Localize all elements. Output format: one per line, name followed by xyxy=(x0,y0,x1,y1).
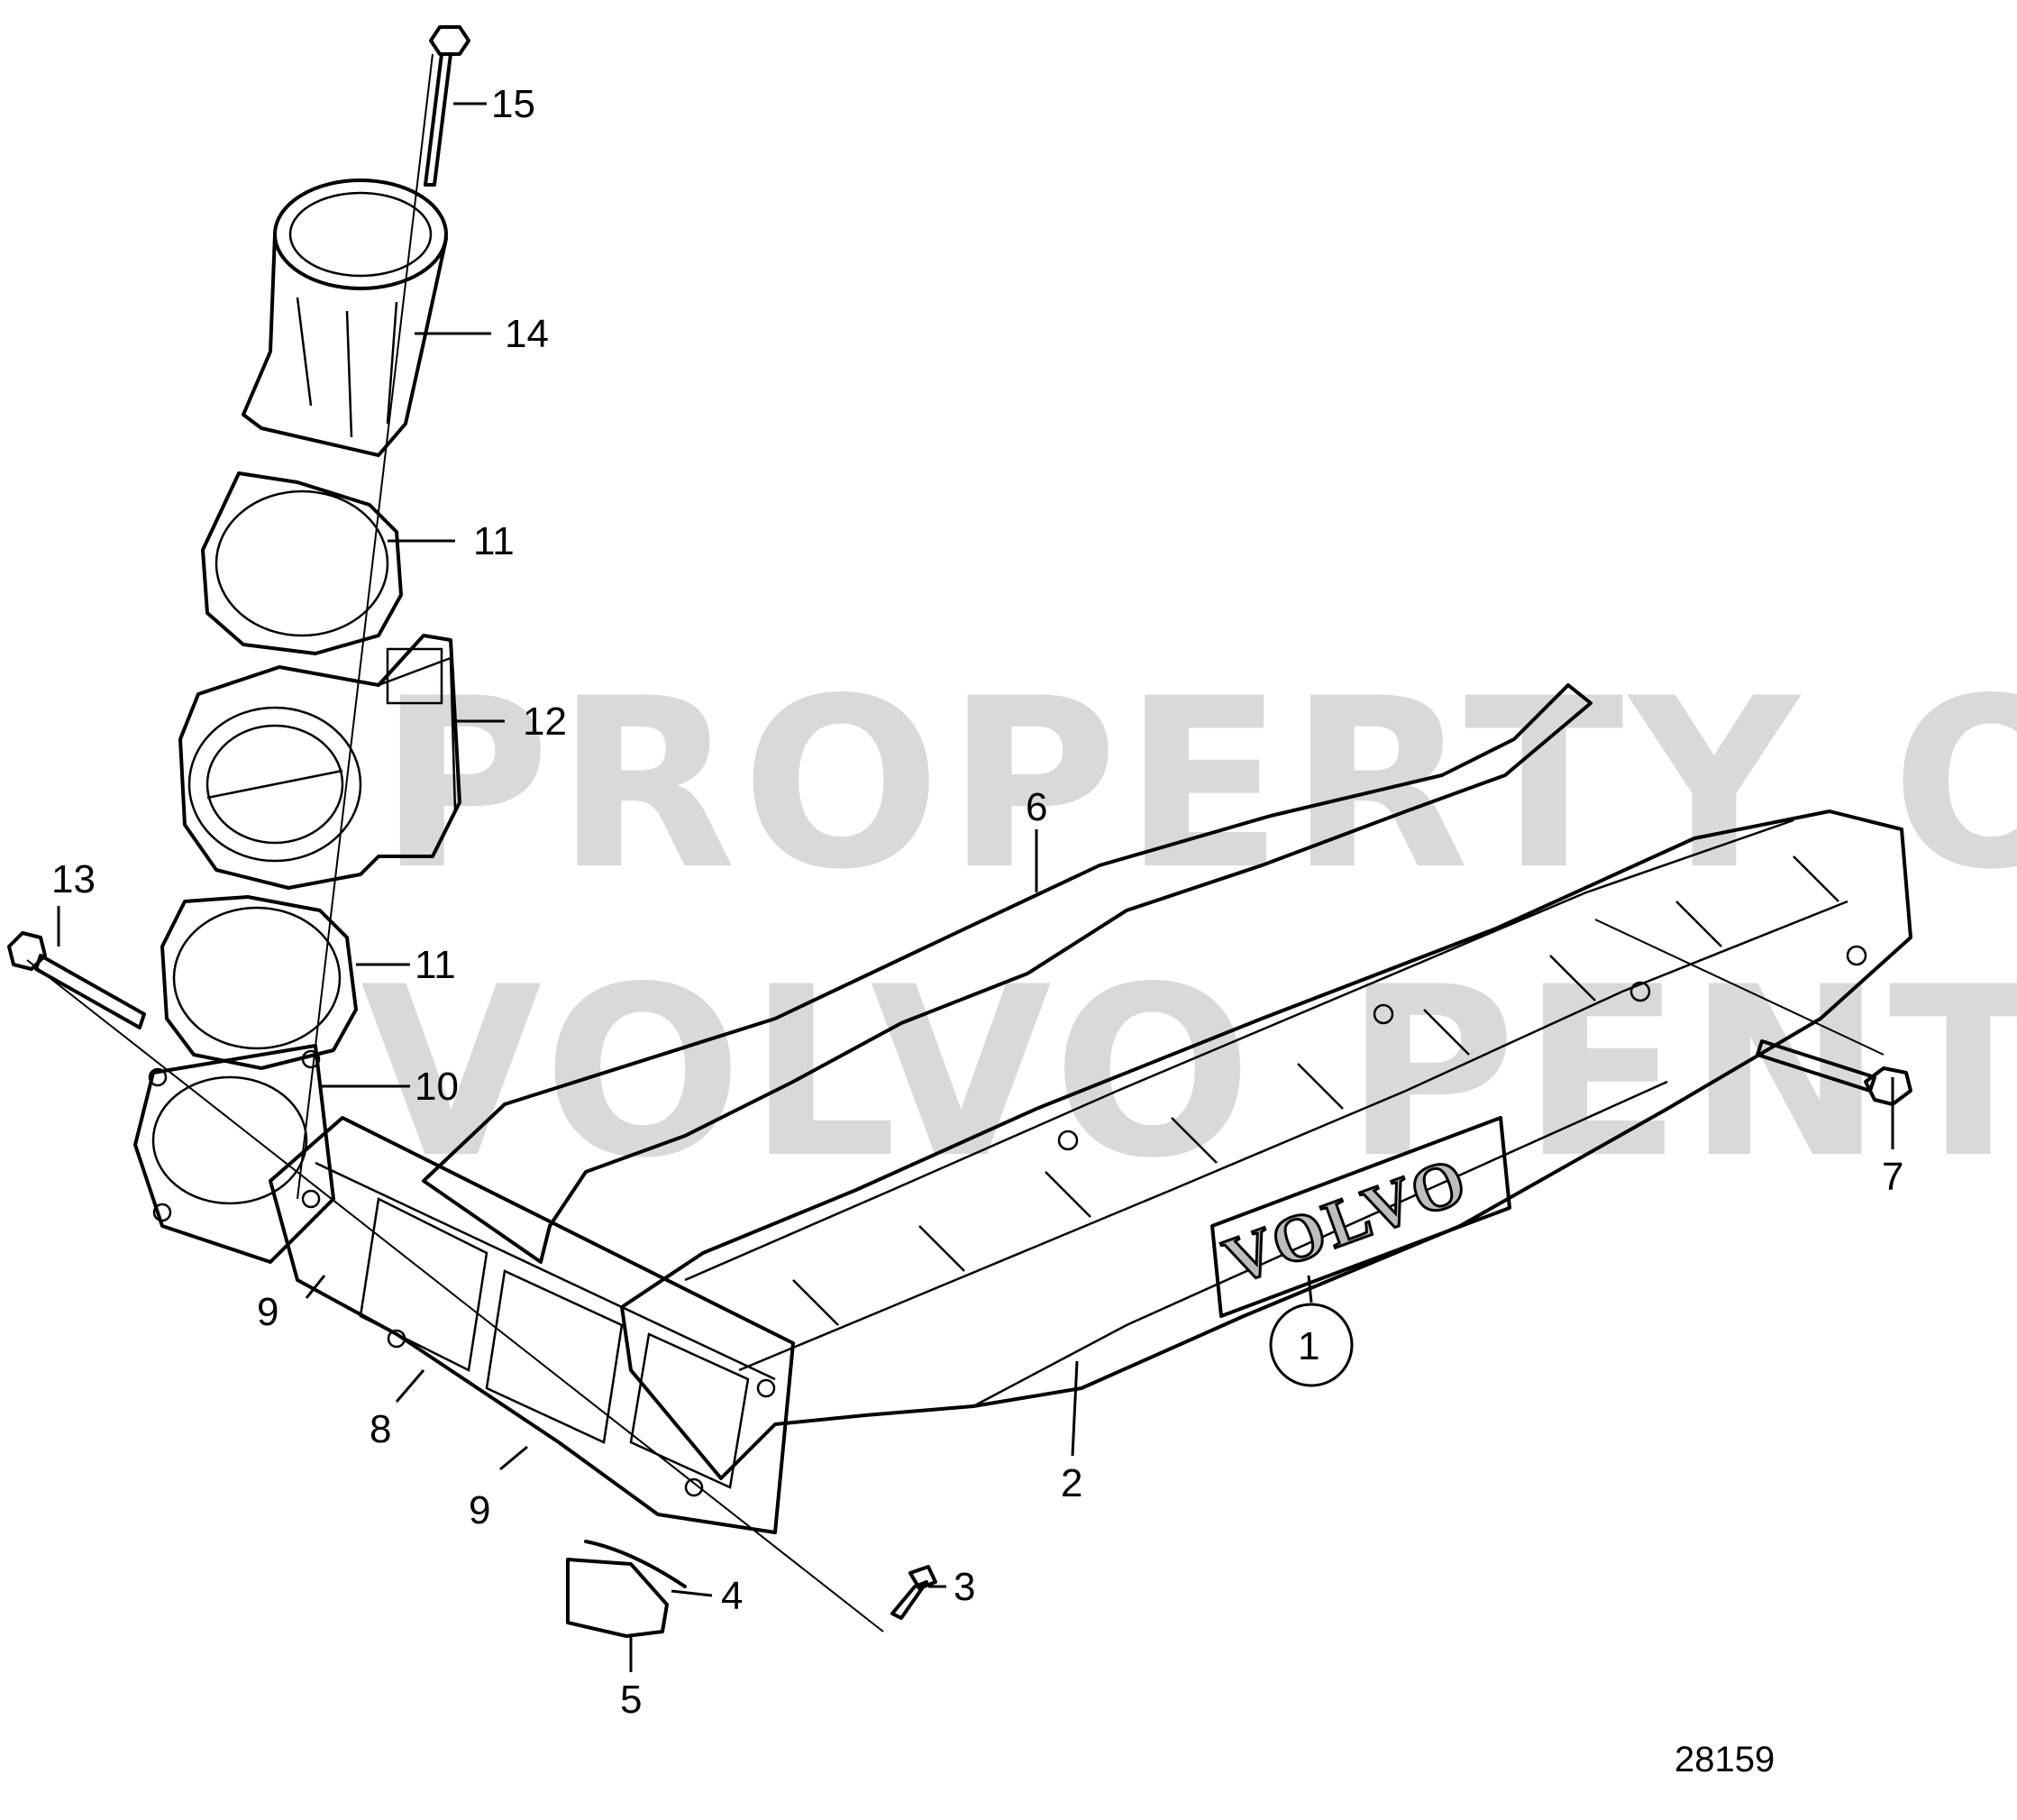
cover-5 xyxy=(566,1558,669,1638)
screw-3 xyxy=(890,1565,937,1620)
bolt-13 xyxy=(7,931,146,1029)
callout-4: 4 xyxy=(721,1574,743,1618)
callout-5: 5 xyxy=(620,1678,642,1722)
callout-11-upper: 11 xyxy=(473,519,515,563)
callout-14: 14 xyxy=(505,312,549,356)
callout-8: 8 xyxy=(370,1407,391,1451)
callout-3: 3 xyxy=(954,1565,975,1609)
logo-plate xyxy=(1210,1116,1511,1318)
throttle-body-12 xyxy=(178,634,461,890)
callout-9-lower: 9 xyxy=(469,1488,490,1532)
callout-12: 12 xyxy=(523,700,567,744)
callout-9-upper: 9 xyxy=(257,1290,278,1334)
inlet-flange xyxy=(269,1116,795,1534)
gasket-11-upper xyxy=(201,471,403,655)
adapter-10 xyxy=(133,1044,335,1264)
callout-7: 7 xyxy=(1882,1155,1903,1199)
watermark-line-1: PROPERTY OF xyxy=(379,649,2017,921)
callout-2: 2 xyxy=(1061,1461,1082,1505)
drawing-number: 28159 xyxy=(1675,1740,1775,1779)
gasket-6 xyxy=(422,683,1593,1264)
gasket-11-lower xyxy=(160,895,358,1070)
callout-1-circle xyxy=(1269,1303,1354,1387)
callout-13: 13 xyxy=(51,857,96,901)
seal-4 xyxy=(584,1540,687,1588)
watermark-line-2: VOLVO PENTA xyxy=(361,937,2017,1210)
assembly-axes xyxy=(26,53,1885,1633)
watermark: PROPERTY OF VOLVO PENTA xyxy=(361,649,2017,1210)
callout-labels: 1 2 3 4 5 6 7 8 9 9 10 11 11 12 13 14 15 xyxy=(51,82,1903,1722)
bolt-7 xyxy=(1756,1039,1912,1106)
callout-10: 10 xyxy=(415,1065,459,1109)
callout-6: 6 xyxy=(1026,785,1047,829)
pipe-14 xyxy=(242,178,448,457)
callout-11-lower: 11 xyxy=(415,943,456,987)
bolt-15 xyxy=(424,25,470,187)
callout-15: 15 xyxy=(491,82,535,126)
leader-lines xyxy=(57,102,1894,1672)
callout-1: 1 xyxy=(1298,1324,1319,1368)
